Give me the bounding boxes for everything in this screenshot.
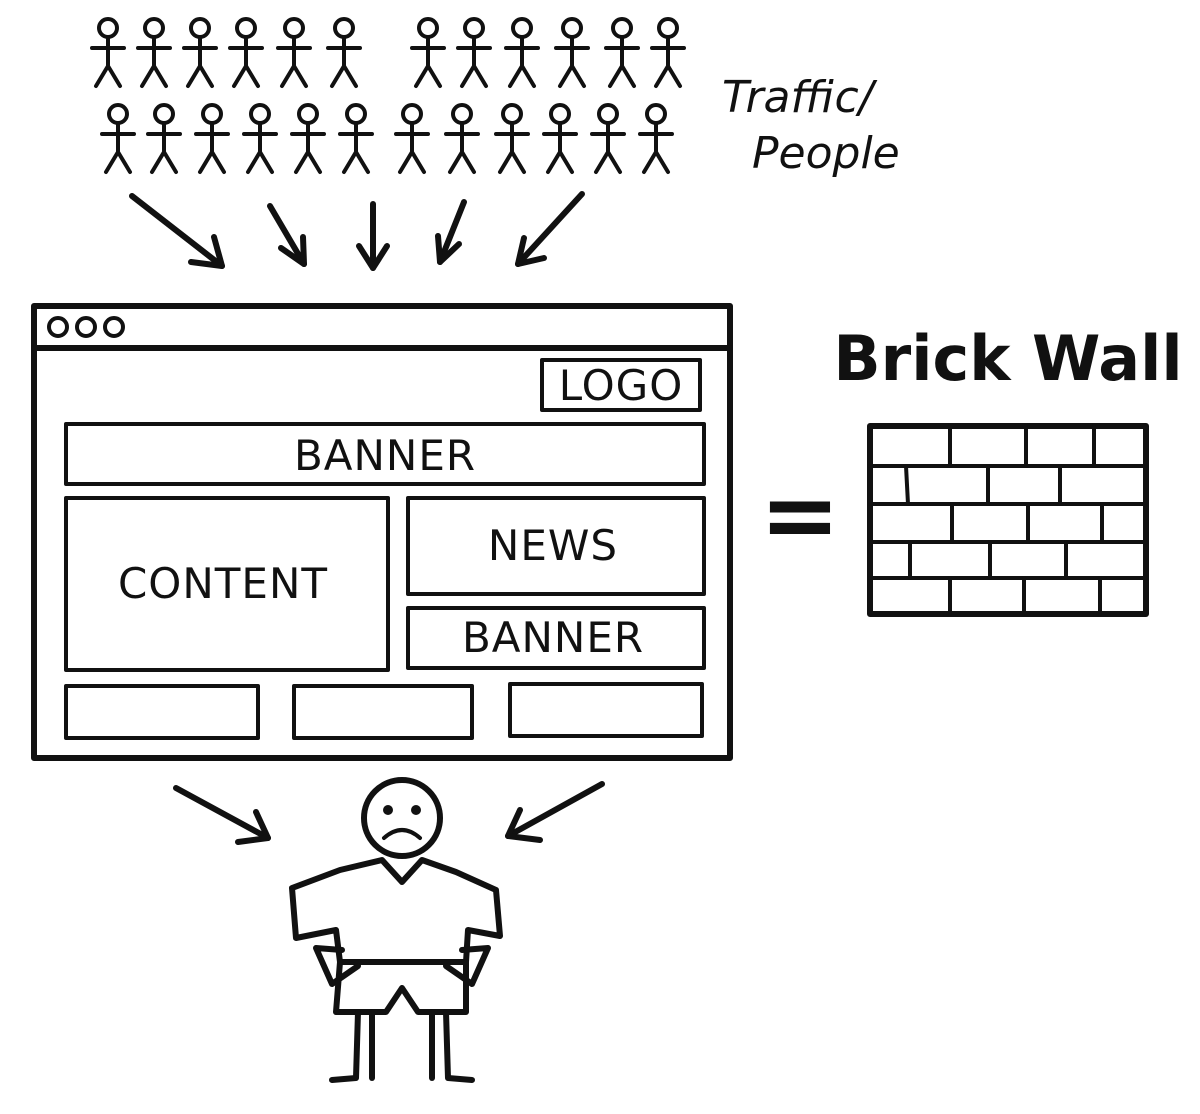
logo-label: LOGO <box>559 361 684 410</box>
traffic-label-line1: Traffic/ <box>722 72 878 123</box>
inbound-arrows <box>129 191 585 271</box>
brick-wall-icon <box>867 423 1149 617</box>
outbound-arrow-left <box>173 785 271 845</box>
footer-box <box>508 682 704 738</box>
banner-side-box: BANNER <box>406 606 706 670</box>
window-dot-icon <box>103 316 125 338</box>
news-label: NEWS <box>488 521 618 570</box>
stick-figure-icon <box>650 17 686 88</box>
footer-box <box>64 684 260 740</box>
browser-frame <box>31 303 733 761</box>
inbound-arrow-1 <box>129 193 225 269</box>
stick-figure-icon <box>504 17 540 88</box>
inbound-arrow-2 <box>267 203 307 267</box>
stick-figure-icon <box>554 17 590 88</box>
stick-figure-icon <box>242 103 278 174</box>
stick-figure-icon <box>394 103 430 174</box>
inbound-arrow-5 <box>515 191 585 267</box>
window-dot-icon <box>75 316 97 338</box>
traffic-label-line2: People <box>752 128 900 179</box>
stick-figure-icon <box>276 17 312 88</box>
stick-figure-icon <box>136 17 172 88</box>
stick-figure-icon <box>604 17 640 88</box>
equals-sign: = <box>760 459 840 571</box>
banner-top-label: BANNER <box>294 431 476 480</box>
banner-top-box: BANNER <box>64 422 706 486</box>
stick-figure-icon <box>228 17 264 88</box>
stick-figure-icon <box>290 103 326 174</box>
stick-figure-icon <box>326 17 362 88</box>
stick-figure-icon <box>444 103 480 174</box>
banner-side-label: BANNER <box>462 613 644 662</box>
stick-figure-icon <box>194 103 230 174</box>
brick-wall-label: Brick Wall <box>833 322 1182 395</box>
stick-figure-icon <box>494 103 530 174</box>
inbound-arrow-4 <box>435 199 467 265</box>
logo-box: LOGO <box>540 358 702 412</box>
sad-face-icon <box>361 777 443 859</box>
news-box: NEWS <box>406 496 706 596</box>
content-label: CONTENT <box>118 559 328 608</box>
outbound-arrows <box>173 781 605 845</box>
stick-figure-icon <box>638 103 674 174</box>
traffic-crowd <box>90 17 686 174</box>
inbound-arrow-3 <box>356 201 390 271</box>
window-dot-icon <box>47 316 69 338</box>
outbound-arrow-right <box>505 781 605 843</box>
footer-box <box>292 684 474 740</box>
stick-figure-icon <box>590 103 626 174</box>
stick-figure-icon <box>100 103 136 174</box>
stick-figure-icon <box>182 17 218 88</box>
browser-window: LOGO BANNER CONTENT NEWS BANNER <box>31 303 733 761</box>
sad-person <box>289 777 503 1083</box>
stick-figure-icon <box>146 103 182 174</box>
stick-figure-icon <box>90 17 126 88</box>
stick-figure-icon <box>338 103 374 174</box>
content-box: CONTENT <box>64 496 390 672</box>
stick-figure-icon <box>410 17 446 88</box>
stick-figure-icon <box>456 17 492 88</box>
stick-figure-icon <box>542 103 578 174</box>
